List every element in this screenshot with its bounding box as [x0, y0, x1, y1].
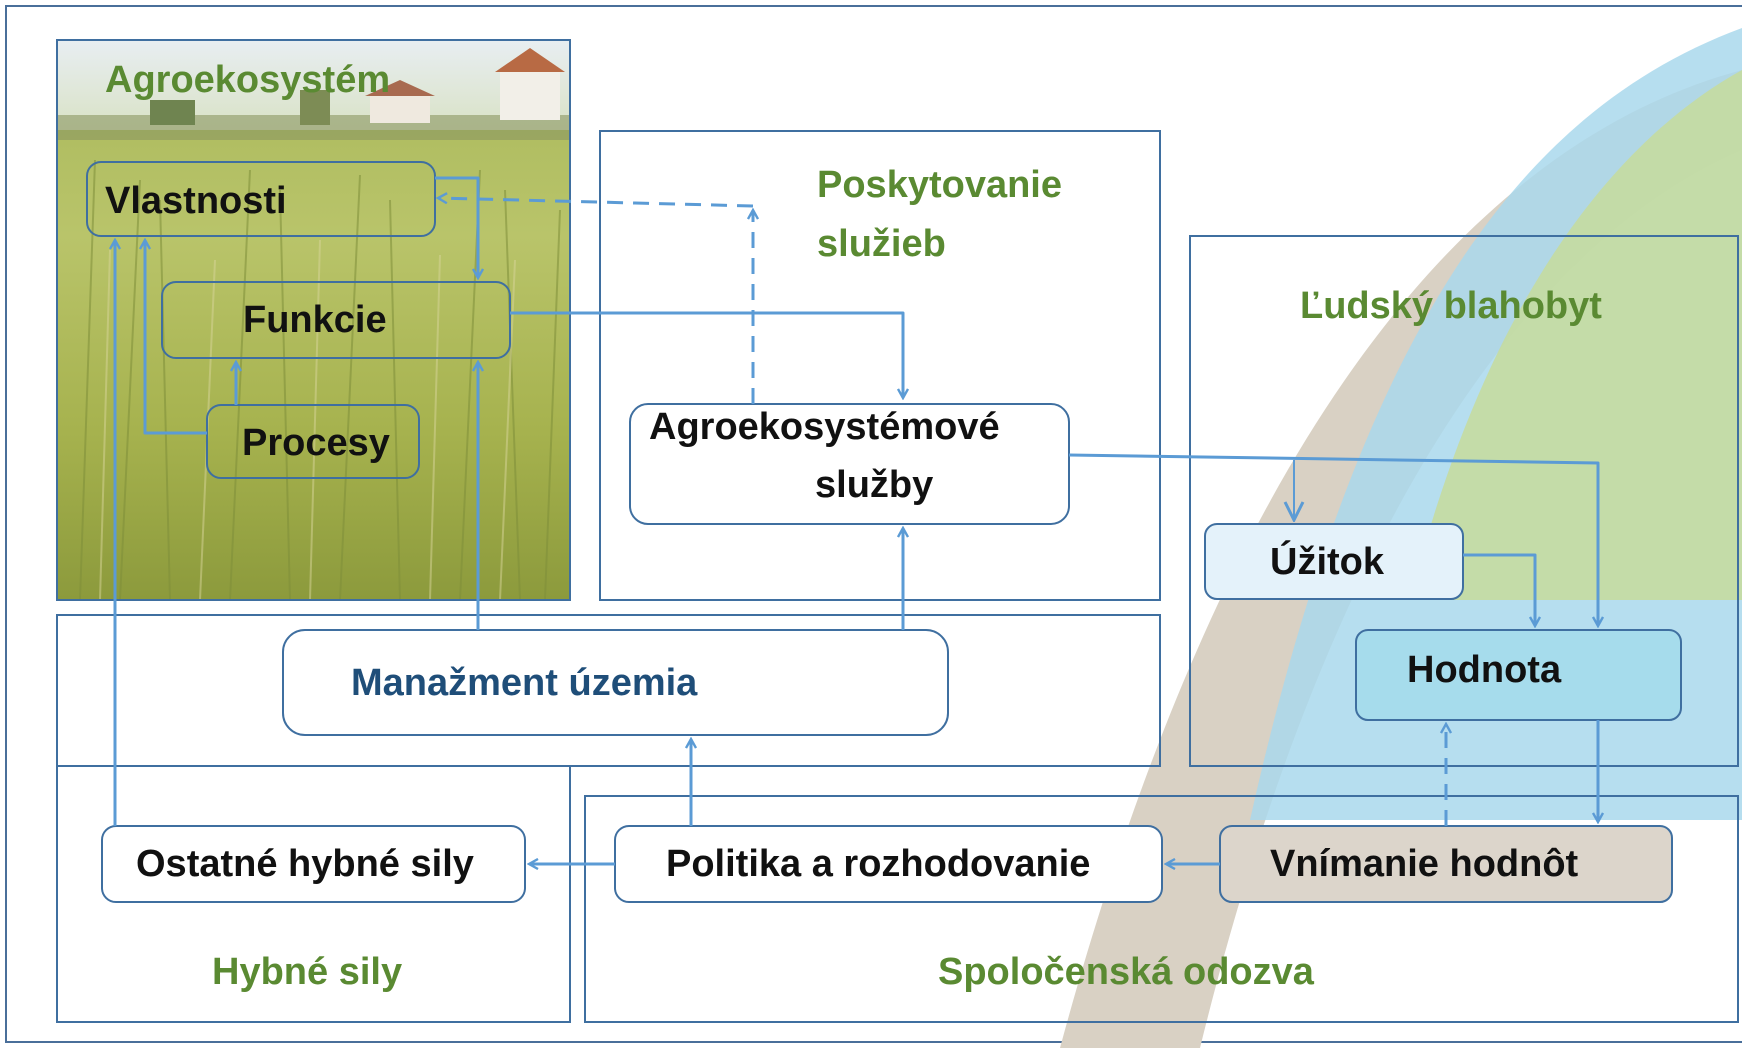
properties-label: Vlastnosti	[105, 180, 287, 222]
social-response-frame	[584, 795, 1739, 1023]
services-label-line1: Agroekosystémové	[649, 406, 1000, 448]
processes-node	[206, 404, 420, 479]
driving-forces-frame	[56, 765, 571, 1023]
functions-label: Funkcie	[243, 299, 387, 341]
arrow-processes-to-properties	[145, 240, 207, 435]
other-drivers-label: Ostatné hybné sily	[136, 843, 474, 885]
properties-node	[86, 161, 436, 237]
service-provision-title-line2: služieb	[817, 223, 946, 265]
arrow-services-feedback-to-properties	[438, 198, 754, 208]
slide-frame	[5, 5, 1742, 1043]
value-node	[1355, 629, 1682, 721]
human-wellbeing-title: Ľudský blahobyt	[1300, 285, 1602, 327]
services-node	[629, 403, 1070, 525]
service-provision-frame	[599, 130, 1161, 601]
services-label-line2: služby	[815, 464, 934, 506]
land-management-label: Manažment územia	[351, 662, 698, 704]
value-label: Hodnota	[1407, 649, 1562, 691]
land-management-frame	[56, 614, 1161, 767]
arrow-services-to-value	[1068, 453, 1598, 626]
arrow-functions-to-services	[510, 311, 903, 398]
agroecosystem-photo	[56, 39, 571, 601]
functions-node	[161, 281, 511, 359]
driving-forces-title: Hybné sily	[212, 951, 403, 993]
social-response-title: Spoločenská odozva	[938, 951, 1314, 993]
land-management-node	[282, 629, 949, 736]
background-swoosh	[1060, 28, 1742, 1048]
arrow-benefit-to-value	[1463, 553, 1535, 626]
benefit-label: Úžitok	[1270, 541, 1384, 583]
other-drivers-node	[101, 825, 526, 903]
policy-label: Politika a rozhodovanie	[666, 843, 1091, 885]
value-perception-label: Vnímanie hodnôt	[1270, 843, 1579, 885]
processes-label: Procesy	[242, 422, 390, 464]
service-provision-title-line1: Poskytovanie	[817, 164, 1062, 206]
arrow-properties-to-functions	[435, 176, 478, 278]
human-wellbeing-frame	[1189, 235, 1739, 767]
benefit-node	[1204, 523, 1464, 600]
agroecosystem-title: Agroekosystém	[105, 59, 391, 101]
